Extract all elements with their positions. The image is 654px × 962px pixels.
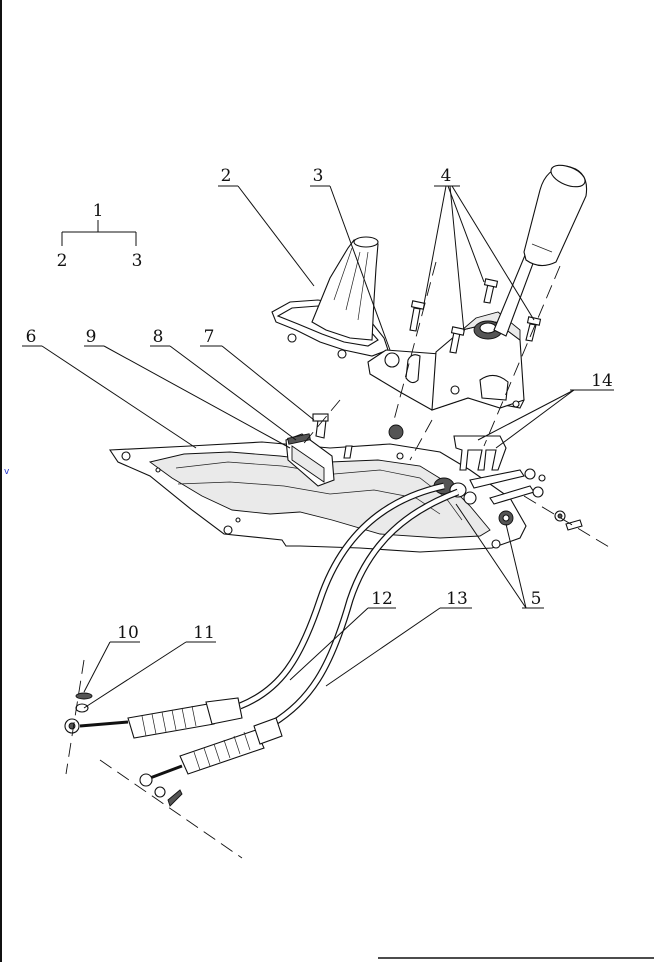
label-1-sub-2: 2 [57, 251, 68, 271]
assembly-bracket-1 [61, 220, 137, 246]
retaining-clip [453, 435, 507, 471]
label-9: 9 [86, 327, 97, 347]
label-2: 2 [221, 166, 232, 186]
washers [75, 692, 93, 713]
bolt-7 [312, 413, 353, 459]
shift-boot [271, 236, 389, 360]
cable-end-fittings [388, 424, 583, 531]
label-1-sub-3: 3 [132, 251, 143, 271]
label-12: 12 [371, 589, 393, 609]
label-8: 8 [153, 327, 164, 347]
label-5: 5 [531, 589, 542, 609]
label-13: 13 [446, 589, 468, 609]
shift-cables [238, 482, 460, 727]
cable-clamp [285, 433, 335, 487]
label-4: 4 [441, 166, 452, 186]
label-6: 6 [26, 327, 37, 347]
label-14: 14 [591, 371, 613, 391]
label-3: 3 [313, 166, 324, 186]
label-1: 1 [93, 201, 104, 221]
label-10: 10 [117, 623, 139, 643]
leader-lines [22, 185, 614, 709]
blue-marker: v [4, 467, 10, 477]
label-11: 11 [193, 623, 215, 643]
cable-sleeve-upper [64, 697, 243, 739]
bolts [409, 278, 542, 354]
label-7: 7 [204, 327, 215, 347]
callout-labels: 1 2 3 2 3 4 5 6 9 8 7 10 11 12 13 14 [26, 166, 613, 643]
assembly-axes [65, 261, 615, 859]
gear-lever [493, 164, 588, 337]
cable-sleeve-lower [139, 717, 283, 807]
